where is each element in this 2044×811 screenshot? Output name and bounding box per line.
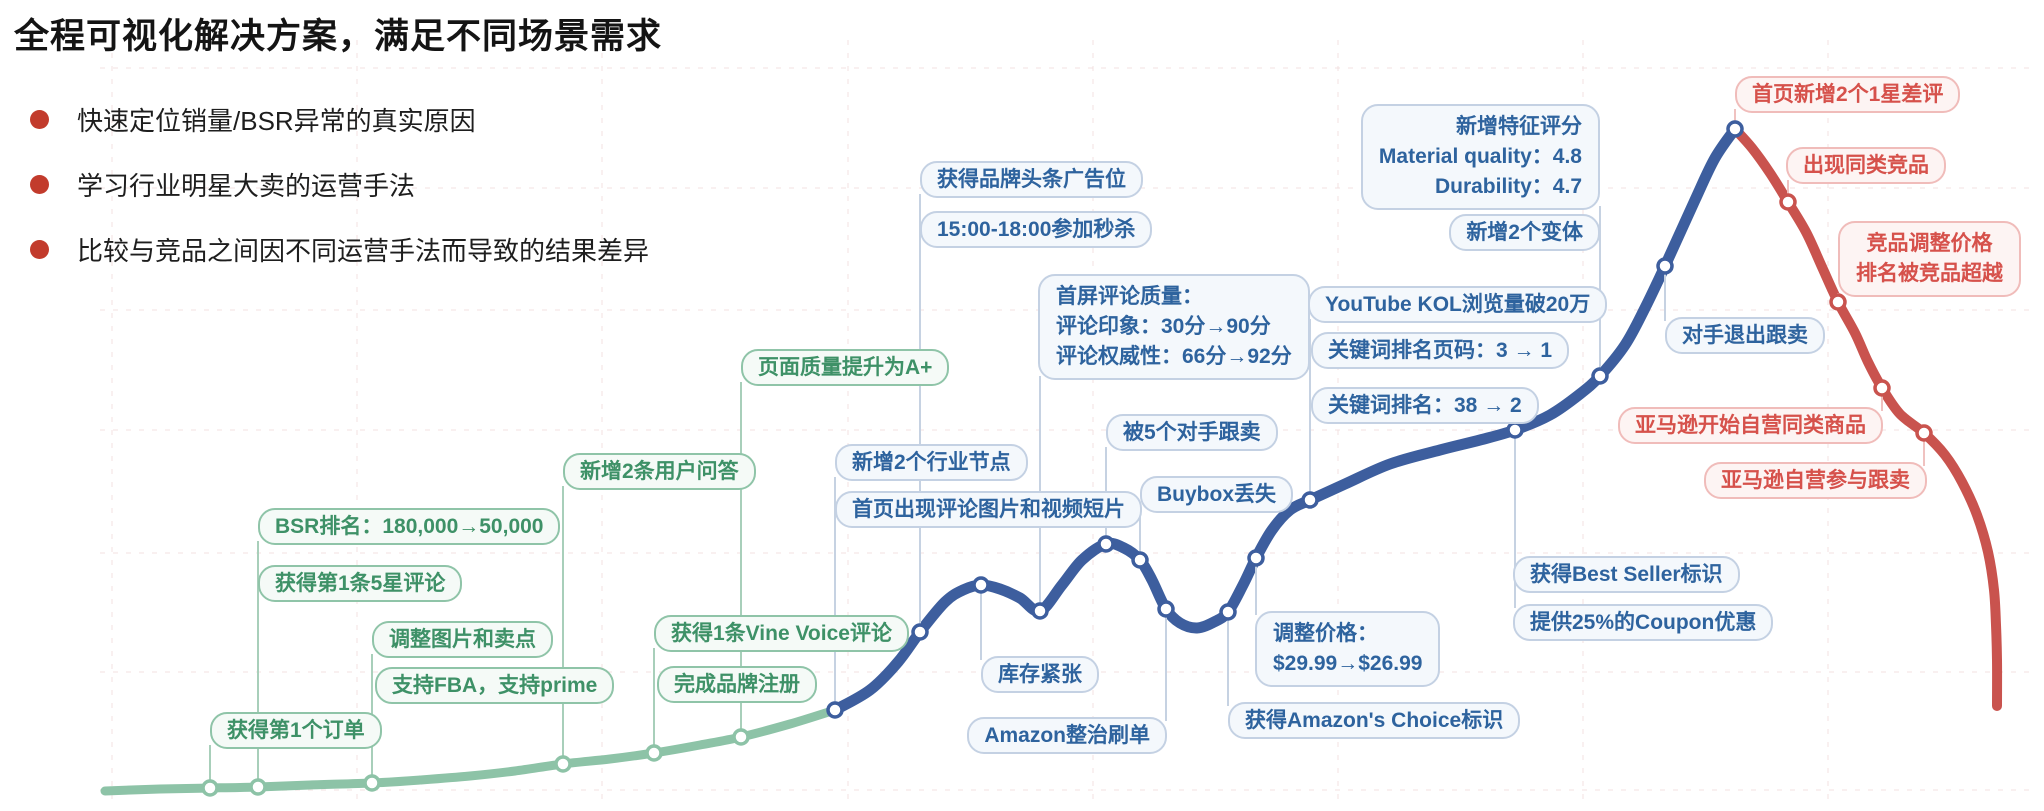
event-anchor-dot [201, 779, 219, 797]
event-bubble-price-adjust: 调整价格： $29.99→$26.99 [1255, 611, 1441, 687]
event-anchor-dot [249, 778, 267, 796]
curve-phase-launch [100, 705, 840, 796]
event-anchor-dot [1219, 603, 1237, 621]
event-bubble-competitor-price: 竞品调整价格排名被竞品超越 [1838, 221, 2021, 297]
event-bubble-coupon-25: 提供25%的Coupon优惠 [1513, 604, 1774, 641]
event-anchor-dot [1301, 491, 1319, 509]
bullet-text: 学习行业明星大卖的运营手法 [77, 171, 416, 201]
event-bubble-line: 评论印象：30分→90分 [1056, 315, 1271, 338]
event-bubble-adjust-images: 调整图片和卖点 [372, 621, 553, 658]
page-title: 全程可视化解决方案，满足不同场景需求 [14, 17, 663, 56]
event-anchor-dot [1131, 551, 1149, 569]
event-anchor-dot [732, 728, 750, 746]
event-bubble-flash-sale: 15:00-18:00参加秒杀 [920, 211, 1153, 248]
bullet-item-3: 比较与竞品之间因不同运营手法而导致的结果差异 [30, 231, 649, 268]
event-bubble-two-variants: 新增2个变体 [1449, 214, 1600, 251]
bullet-dot-icon [30, 175, 49, 194]
event-bubble-line: 新增特征评分 [1456, 115, 1582, 138]
event-anchor-dot [363, 774, 381, 792]
event-bubble-fba-prime: 支持FBA，支持prime [375, 667, 615, 704]
event-bubble-line: Durability：4.7 [1434, 175, 1582, 198]
bullet-dot-icon [30, 110, 49, 129]
event-bubble-first-5star-review: 获得第1条5星评论 [258, 565, 463, 602]
bullet-text: 快速定位销量/BSR异常的真实原因 [77, 106, 476, 136]
event-anchor-dot [1726, 120, 1744, 138]
bullet-item-1: 快速定位销量/BSR异常的真实原因 [30, 101, 476, 138]
event-bubble-qa-added: 新增2条用户问答 [563, 453, 756, 490]
event-anchor-dot [1157, 600, 1175, 618]
event-bubble-keyword-page-rank: 关键词排名页码：3 → 1 [1311, 332, 1570, 369]
event-anchor-dots [201, 120, 1933, 797]
event-bubble-line: 排名被竞品超越 [1856, 262, 2003, 285]
event-anchor-dot [1829, 293, 1847, 311]
event-bubble-page-quality-aplus: 页面质量提升为A+ [741, 349, 950, 386]
event-bubble-amazon-crackdown: Amazon整治刷单 [967, 717, 1167, 754]
event-bubble-bsr-rank: BSR排名：180,000→50,000 [258, 508, 561, 545]
event-bubble-amazons-choice: 获得Amazon's Choice标识 [1228, 702, 1521, 739]
event-anchor-dot [972, 576, 990, 594]
bullet-text: 比较与竞品之间因不同运营手法而导致的结果差异 [77, 236, 650, 266]
event-anchor-dot [1506, 421, 1524, 439]
event-anchor-dot [1097, 535, 1115, 553]
event-bubble-best-seller-badge: 获得Best Seller标识 [1513, 556, 1740, 593]
event-bubble-line: $29.99→$26.99 [1273, 652, 1423, 675]
event-anchor-dot [554, 755, 572, 773]
event-bubble-line: 竞品调整价格 [1866, 232, 1993, 255]
event-bubble-brand-headline-ad: 获得品牌头条广告位 [920, 161, 1143, 198]
event-anchor-dot [645, 744, 663, 762]
event-bubble-five-followers: 被5个对手跟卖 [1106, 414, 1278, 451]
event-anchor-dot [1873, 379, 1891, 397]
event-bubble-line: Material quality：4.8 [1378, 145, 1582, 168]
event-bubble-buybox-lost: Buybox丢失 [1140, 476, 1294, 513]
event-anchor-dot [1915, 424, 1933, 442]
event-bubble-review-media-homepage: 首页出现评论图片和视频短片 [835, 491, 1142, 528]
event-bubble-rival-exit-follow: 对手退出跟卖 [1665, 317, 1825, 354]
event-anchor-dot [1591, 367, 1609, 385]
bullet-dot-icon [30, 240, 49, 259]
event-bubble-keyword-rank: 关键词排名：38 → 2 [1311, 387, 1539, 424]
event-anchor-dot [1031, 602, 1049, 620]
event-bubble-vine-voice-review: 获得1条Vine Voice评论 [654, 615, 909, 652]
event-anchor-dot [1247, 549, 1265, 567]
event-bubble-line: 评论权威性：66分→92分 [1056, 345, 1292, 368]
event-anchor-dot [826, 701, 844, 719]
event-bubble-line: 调整价格： [1273, 622, 1378, 645]
event-anchor-dot [911, 623, 929, 641]
event-bubble-competitor-appear: 出现同类竞品 [1786, 147, 1946, 184]
event-bubble-one-star-reviews: 首页新增2个1星差评 [1735, 76, 1961, 113]
event-bubble-first-order: 获得第1个订单 [210, 712, 382, 749]
bullet-item-2: 学习行业明星大卖的运营手法 [30, 166, 415, 203]
event-bubble-amazon-follow-sell: 亚马逊自营参与跟卖 [1704, 462, 1927, 499]
event-bubble-brand-registry: 完成品牌注册 [657, 666, 817, 703]
event-bubble-line: 首屏评论质量： [1056, 285, 1203, 308]
event-anchor-dot [1656, 257, 1674, 275]
event-anchor-dot [1779, 193, 1797, 211]
event-bubble-amazon-self-sell: 亚马逊开始自营同类商品 [1618, 407, 1883, 444]
event-bubble-industry-nodes: 新增2个行业节点 [835, 444, 1028, 481]
event-bubble-youtube-kol: YouTube KOL浏览量破20万 [1308, 286, 1608, 323]
event-bubble-stock-tight: 库存紧张 [981, 656, 1099, 693]
event-bubble-review-quality: 首屏评论质量： 评论印象：30分→90分评论权威性：66分→92分 [1038, 274, 1310, 380]
